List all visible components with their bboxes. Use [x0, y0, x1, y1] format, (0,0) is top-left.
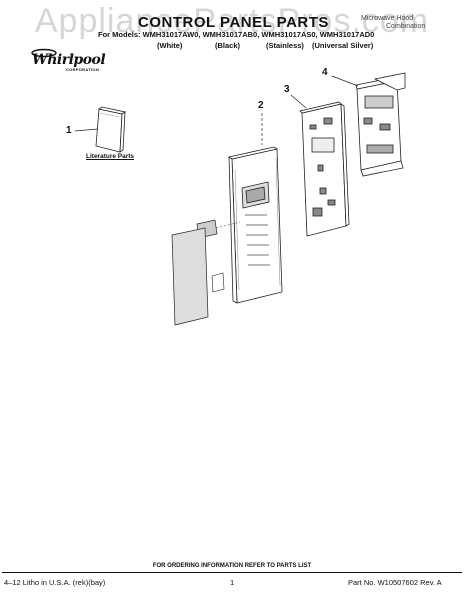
callout-1: 1	[66, 125, 72, 136]
control-board-assembly	[355, 72, 406, 177]
literature-parts-label: Literature Parts	[86, 153, 135, 160]
part-number: Part No. W10507602 Rev. A	[348, 578, 442, 587]
ordering-note: FOR ORDERING INFORMATION REFER TO PARTS …	[152, 563, 312, 569]
footer-rule	[2, 572, 462, 573]
logo-swirl-icon	[31, 48, 57, 58]
leader-line-4	[331, 75, 359, 87]
logo-corporation: CORPORATION	[66, 67, 100, 72]
litho-info: 4–12 Litho in U.S.A. (rek)(bay)	[4, 578, 106, 587]
literature-booklet	[95, 106, 127, 153]
finish-universal-silver: (Universal Silver)	[312, 41, 374, 50]
control-panel-bezel	[227, 146, 283, 304]
models-line: For Models: WMH31017AW0, WMH31017AB0, WM…	[98, 30, 375, 39]
logo-wordmark: Whirlpool	[32, 52, 106, 68]
finish-stainless: (Stainless)	[266, 41, 304, 50]
control-board-bracket	[299, 101, 350, 237]
product-type-line-1: Microwave Hood	[361, 15, 414, 22]
leader-line-1	[74, 128, 99, 132]
callout-2: 2	[258, 100, 264, 111]
product-type-line-2: Combination	[386, 23, 426, 30]
callout-3: 3	[284, 84, 290, 95]
page-title: CONTROL PANEL PARTS	[138, 14, 329, 31]
finish-white: (White)	[157, 41, 183, 50]
connector-tab	[211, 272, 225, 293]
leader-line-window	[215, 221, 241, 229]
watermark: AppliancePartsPros.com	[34, 2, 430, 40]
finish-black: (Black)	[215, 41, 241, 50]
callout-4: 4	[322, 67, 328, 78]
membrane-switch	[171, 227, 209, 326]
page-number: 1	[230, 578, 235, 587]
leader-line-3	[290, 94, 307, 109]
